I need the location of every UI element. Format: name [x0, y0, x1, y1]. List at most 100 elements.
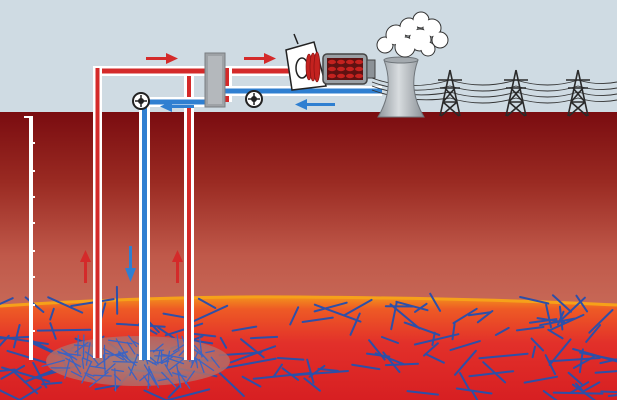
fracture-line	[519, 296, 550, 305]
fracture-line	[198, 358, 205, 374]
fracture-line	[210, 356, 220, 369]
fracture-line	[452, 307, 478, 325]
fracture-line	[542, 390, 558, 400]
fracture-line	[459, 372, 471, 392]
coil	[355, 66, 363, 72]
fracture-line	[175, 363, 182, 389]
fracture-line	[384, 362, 419, 367]
power-pylon-icon	[566, 69, 590, 117]
fracture-line	[94, 356, 110, 368]
heat-exchanger-icon	[204, 52, 226, 108]
fracture-line	[107, 339, 133, 345]
fracture-line	[406, 390, 439, 396]
coil	[346, 66, 354, 72]
fracture-line	[413, 333, 460, 346]
fracture-line	[151, 360, 170, 364]
fracture-line	[70, 298, 115, 307]
fracture-line	[81, 361, 93, 384]
fracture-line	[36, 328, 92, 332]
fracture-line	[199, 337, 203, 358]
fracture-line	[468, 370, 515, 378]
pump-icon	[132, 92, 150, 110]
fracture-line	[449, 340, 481, 352]
fracture-line	[157, 378, 169, 382]
fracture-line	[381, 336, 399, 344]
fracture-line	[303, 377, 321, 392]
fracture-line	[112, 360, 138, 363]
fracture-line	[515, 326, 545, 332]
fracture-line	[161, 371, 177, 388]
production-well-left	[93, 112, 102, 358]
fracture-line	[194, 356, 215, 372]
fracture-line	[423, 342, 439, 357]
fracture-line	[73, 344, 89, 347]
fracture-line	[343, 298, 373, 317]
fracture-line	[313, 301, 348, 313]
fracture-line	[41, 359, 66, 368]
fracture-line	[93, 374, 112, 377]
coil	[355, 59, 363, 65]
fracture-line	[89, 371, 109, 388]
fracture-line	[276, 357, 305, 361]
turbine-icon	[285, 33, 327, 91]
fracture-line	[127, 366, 138, 381]
coil	[346, 59, 354, 65]
fracture-line	[82, 334, 85, 360]
fracture-line	[530, 337, 545, 352]
injection-well	[139, 104, 150, 360]
steam-cloud-fill	[378, 13, 447, 56]
coil	[346, 73, 354, 79]
fracture-line	[431, 331, 436, 346]
fracture-line	[558, 305, 564, 331]
power-pylon-icon	[438, 69, 462, 117]
fracture-line	[551, 294, 572, 313]
fracture-line	[389, 303, 421, 330]
coil	[337, 59, 345, 65]
fracture-line	[167, 384, 182, 399]
fracture-line	[585, 324, 602, 343]
production-well-right	[184, 70, 194, 360]
fracture-line	[84, 372, 95, 377]
fracture-line	[164, 388, 211, 400]
fracture-line	[172, 372, 187, 378]
fracture-line	[478, 352, 529, 360]
fracture-line	[231, 325, 258, 332]
fracture-line	[68, 354, 82, 375]
fracture-line	[0, 389, 22, 400]
fracture-line	[0, 364, 26, 380]
fracture-line	[549, 313, 585, 331]
fracture-line	[6, 349, 47, 364]
power-pylon-icon	[504, 69, 528, 117]
flow-arrow-icon	[295, 99, 335, 110]
fracture-line	[241, 375, 262, 388]
fracture-line	[184, 370, 195, 385]
fracture-line	[494, 326, 510, 336]
fracture-line	[0, 368, 16, 372]
earth-crust	[0, 112, 617, 312]
fracture-line	[177, 369, 191, 389]
fracture-line	[152, 343, 164, 353]
fracture-line	[147, 366, 150, 390]
fracture-line	[572, 355, 595, 369]
flow-arrow-icon	[80, 250, 91, 283]
fracture-line	[552, 391, 604, 395]
fracture-line	[600, 390, 617, 394]
fracture-line	[607, 394, 617, 397]
fracture-line	[569, 381, 590, 394]
fracture-line	[148, 368, 160, 389]
flow-arrow-icon	[172, 250, 183, 283]
fracture-line	[84, 351, 93, 358]
coil	[328, 73, 336, 79]
flow-arrow-icon	[146, 53, 178, 64]
fracture-line	[482, 361, 507, 384]
fracture-line	[64, 358, 71, 379]
generator-icon	[322, 53, 376, 85]
fracture-line	[594, 370, 617, 374]
fracture-line	[30, 341, 57, 355]
fracture-line	[547, 328, 564, 340]
fracture-line	[424, 353, 445, 364]
coil	[355, 73, 363, 79]
fracture-line	[13, 371, 39, 395]
fracture-line	[13, 324, 21, 349]
